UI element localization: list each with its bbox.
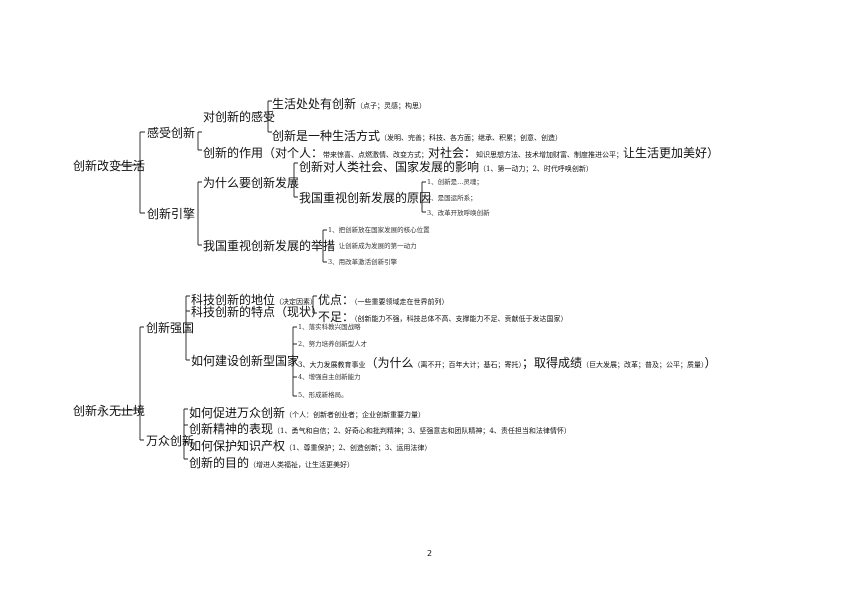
list-item: 1、落实科教兴国战略 [298, 323, 361, 331]
node-label: 科技创新的地位 [191, 293, 276, 307]
node-note: 3、大力发展教育事业 [298, 361, 366, 369]
node-purpose-of-innovation: 创新的目的（增进人类福祉，让生活更美好） [189, 454, 354, 470]
node-china-innovation-measures: 我国重视创新发展的举措 [203, 239, 336, 253]
node-note: （1、尊重保护；2、创造创新；3、运用法律） [285, 444, 432, 452]
node-reasons-china-values-innovation: 我国重视创新发展的原因 [299, 191, 432, 205]
node-note: （决定因素） [275, 298, 318, 306]
node-label: 创新是一种生活方式 [272, 129, 381, 143]
node-label: 如何促进万众创新 [189, 406, 286, 420]
list-item: 3、改革开放呼唤创新 [427, 209, 490, 217]
node-why-innovate: 为什么要创新发展 [203, 176, 300, 190]
node-note: （个人：创新者创业者；企业创新重要力量） [285, 411, 426, 419]
node-feelings-on-innovation: 对创新的感受 [203, 110, 276, 124]
list-item: 3、用改革激活创新引擎 [328, 258, 398, 266]
node-innovative-spirit: 创新精神的表现（1、勇气和自信；2、好奇心和批判精神；3、坚强意志和团队精神；4… [189, 420, 571, 436]
node-label: ；取得成绩 [521, 356, 582, 370]
list-item: 2、让创新成为发展的第一动力 [328, 242, 417, 250]
node-innovation-impact: 创新对人类社会、国家发展的影响（1、第一动力；2、时代呼唤创新） [299, 158, 593, 174]
branch-mass-innovation: 万众创新 [146, 434, 195, 448]
list-item: 2、是国运所系； [427, 194, 477, 202]
node-note: （点子；灵感；构思） [356, 102, 427, 110]
node-promote-mass-innovation: 如何促进万众创新（个人：创新者创业者；企业创新重要力量） [189, 404, 425, 420]
node-label: ） [704, 356, 717, 370]
node-label: 让生活更加美好） [623, 146, 720, 160]
list-item: 4、增强自主创新能力 [298, 373, 361, 381]
node-label: 生活处处有创新 [272, 97, 357, 111]
node-advantages: 优点：（一些重要领域走在世界前列） [318, 291, 449, 307]
list-item: 5、形成新格局。 [298, 391, 348, 399]
branch-innovation-strengthens-nation: 创新强国 [146, 321, 195, 335]
node-note: （1、第一动力；2、时代呼唤创新） [479, 165, 593, 173]
node-note: （1、勇气和自信；2、好奇心和批判精神；3、坚强意志和团队精神；4、责任担当和法… [273, 427, 571, 435]
node-build-innovative-country: 如何建设创新型国家 [191, 354, 300, 368]
node-note: （发明、完善；科技、各方面；继承、积累；创意、创造） [380, 134, 563, 142]
page-number: 2 [427, 549, 433, 558]
node-innovation-lifestyle: 创新是一种生活方式（发明、完善；科技、各方面；继承、积累；创意、创造） [272, 127, 562, 143]
branch-feel-innovation: 感受创新 [147, 126, 196, 140]
node-label: 对社会： [428, 146, 477, 160]
root-innovation-never-ends: 创新永无止境 [73, 404, 146, 418]
list-item-develop-education: 3、大力发展教育事业（为什么（离不开；百年大计；基石；寄托）；取得成绩（巨大发展… [298, 354, 717, 370]
node-note: （增进人类福祉，让生活更美好） [249, 461, 355, 469]
node-note: 带来惊喜、点燃激情、改变方式； [323, 151, 429, 159]
node-label: 如何保护知识产权 [189, 439, 286, 453]
node-label: 创新精神的表现 [189, 422, 274, 436]
list-item: 1、创新是...灵魂； [427, 178, 483, 186]
node-shortcomings: 不足：（创新能力不强，科技总体不高、支撑能力不足、贡献低于发达国家） [318, 308, 568, 324]
node-label: 创新对人类社会、国家发展的影响 [299, 160, 480, 174]
node-protect-ip: 如何保护知识产权（1、尊重保护；2、创造创新；3、运用法律） [189, 437, 431, 453]
list-item: 1、把创新放在国家发展的核心位置 [328, 226, 430, 234]
node-note: （创新能力不强，科技总体不高、支撑能力不足、贡献低于发达国家） [354, 315, 568, 323]
node-features-of-tech-innovation: 科技创新的特点（现状） [191, 305, 324, 319]
node-label: （为什么 [365, 356, 414, 370]
node-status-of-tech-innovation: 科技创新的地位（决定因素） [191, 291, 317, 307]
root-creation-changes-life: 创新改变生活 [73, 159, 146, 173]
node-label: 创新的作用（对个人： [203, 146, 324, 160]
node-label: 优点： [318, 293, 355, 307]
node-note: （离不开；百年大计；基石；寄托） [413, 361, 522, 369]
node-innovation-everywhere: 生活处处有创新（点子；灵感；构思） [272, 95, 426, 111]
node-note: 知识思想方法、技术增加财富、制度推进公平； [476, 151, 624, 159]
branch-innovation-engine: 创新引擎 [147, 207, 196, 221]
node-note: （一些重要领域走在世界前列） [354, 298, 449, 306]
list-item: 2、努力培养创新型人才 [298, 340, 368, 348]
node-note: （巨大发展；改革；普及；公平；质量） [582, 361, 705, 369]
node-label: 创新的目的 [189, 456, 250, 470]
node-label: 不足： [318, 310, 355, 324]
node-role-of-innovation: 创新的作用（对个人：带来惊喜、点燃激情、改变方式；对社会：知识思想方法、技术增加… [203, 144, 719, 160]
